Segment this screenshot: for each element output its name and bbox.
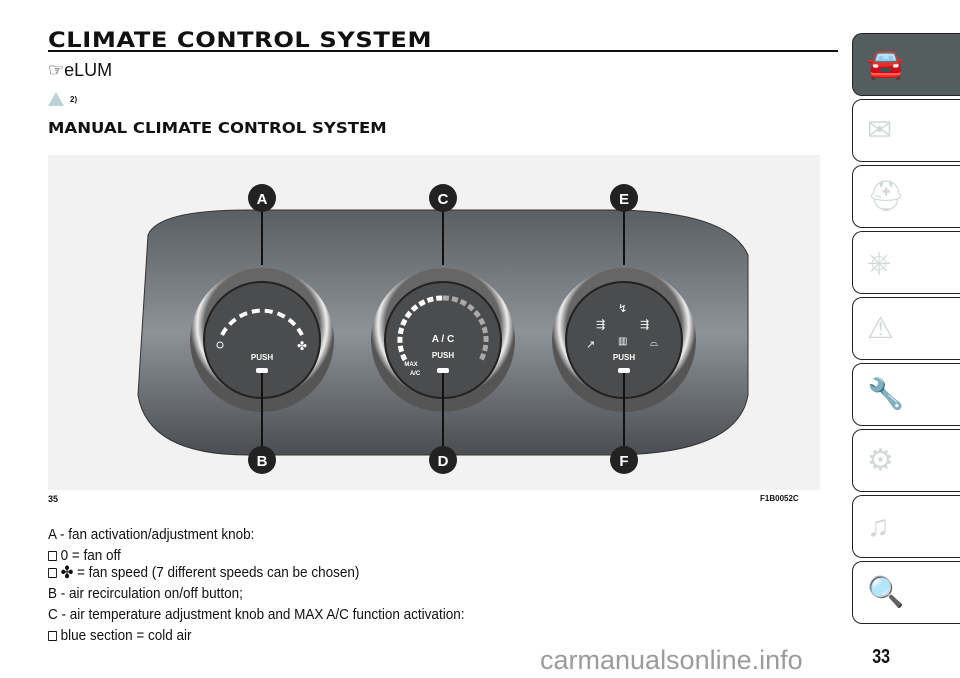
multimedia-music-icon: ♫	[867, 509, 890, 543]
warning-ref: 2)	[48, 92, 77, 106]
item-b: B - air recirculation on/off button;	[48, 585, 243, 602]
index-search-icon: 🔍	[867, 576, 905, 609]
knob-c: A / C PUSH MAX A/C	[371, 268, 515, 412]
bullet-fan-speed: ✤= fan speed (7 different speeds can be …	[48, 564, 464, 581]
figure-code: F1B0052C	[760, 494, 799, 503]
rear-defrost-icon: ▥	[618, 336, 627, 347]
page-title: CLIMATE CONTROL SYSTEM	[48, 28, 433, 52]
fan-icon: ✤	[60, 563, 74, 582]
car-wrench-icon: 🔧	[867, 378, 905, 411]
bullet-icon	[48, 567, 57, 578]
watermark: carmanualsonline.info	[540, 645, 803, 675]
warning-ref-number: 2)	[70, 94, 78, 104]
environment-warning-icon	[48, 92, 64, 106]
knob-a-push: PUSH	[251, 353, 273, 362]
body-text: A - fan activation/adjustment knob: 0 = …	[48, 526, 464, 644]
tab-index[interactable]: 🔍	[852, 561, 960, 624]
climate-panel-figure: ✤ PUSH A / C PUSH MAX A/C ⇶ ↯ ⇶ ↗ ▥ ⌓ PU…	[48, 155, 820, 490]
specifications-gear-icon: ⚙	[867, 444, 894, 477]
tab-safety[interactable]: ⛑	[852, 165, 960, 228]
tab-maintenance[interactable]: 🔧	[852, 363, 960, 426]
item-c: C - air temperature adjustment knob and …	[48, 606, 465, 623]
airflow-feet-icon: ↗	[586, 339, 595, 351]
section-subtitle: MANUAL CLIMATE CONTROL SYSTEM	[48, 119, 387, 137]
fan-icon: ✤	[297, 339, 307, 353]
tab-technical-data[interactable]: ⚙	[852, 429, 960, 492]
title-rule	[48, 50, 838, 52]
bullet-icon	[48, 550, 57, 561]
bullet-icon	[48, 630, 57, 641]
car-info-icon: 🚘	[867, 48, 905, 81]
knob-a: ✤ PUSH	[190, 268, 334, 412]
callout-a: A	[257, 191, 268, 208]
figure-number: 35	[48, 494, 59, 504]
tab-warning-lights[interactable]: ✉	[852, 99, 960, 162]
emergency-triangle-icon: ⚠	[867, 312, 894, 345]
elum-indicator: ☞eLUM	[48, 60, 113, 80]
callout-f: F	[619, 453, 628, 470]
airflow-feet-defrost-icon: ⇶	[640, 318, 649, 331]
max-ac-label: A/C	[410, 371, 421, 377]
max-label: MAX	[404, 362, 417, 368]
callout-b: B	[257, 453, 268, 470]
callout-c: C	[438, 191, 449, 208]
tab-multimedia[interactable]: ♫	[852, 495, 960, 558]
bullet-text: blue section = cold air	[60, 627, 192, 644]
knob-c-label: A / C	[432, 334, 454, 345]
bullet-text: 0 = fan off	[60, 547, 121, 564]
airflow-feet-face-icon: ↯	[618, 303, 627, 315]
tab-emergency[interactable]: ⚠	[852, 297, 960, 360]
tab-starting-driving[interactable]: ⎈	[852, 231, 960, 294]
bullet-text: = fan speed (7 different speeds can be c…	[77, 564, 360, 581]
airflow-face-icon: ⇶	[596, 318, 605, 331]
windshield-defrost-icon: ⌓	[650, 338, 658, 349]
knob-e-push: PUSH	[613, 353, 635, 362]
chapter-tabs: 🚘 ✉ ⛑ ⎈ ⚠ 🔧 ⚙ ♫ 🔍	[852, 33, 960, 627]
callout-d: D	[438, 453, 449, 470]
tab-car-info[interactable]: 🚘	[852, 33, 960, 96]
key-steering-wheel-icon: ⎈	[867, 245, 891, 279]
callout-e: E	[619, 191, 629, 208]
knob-e: ⇶ ↯ ⇶ ↗ ▥ ⌓ PUSH	[552, 268, 696, 412]
warning-light-message-icon: ✉	[867, 114, 893, 147]
item-a: A - fan activation/adjustment knob:	[48, 526, 255, 543]
airbag-seat-icon: ⛑	[867, 180, 906, 213]
bullet-fan-off: 0 = fan off	[48, 547, 464, 564]
elum-label: eLUM	[64, 60, 113, 80]
bullet-blue-section: blue section = cold air	[48, 627, 464, 644]
page-number: 33	[872, 646, 891, 668]
knob-c-push: PUSH	[432, 351, 454, 360]
